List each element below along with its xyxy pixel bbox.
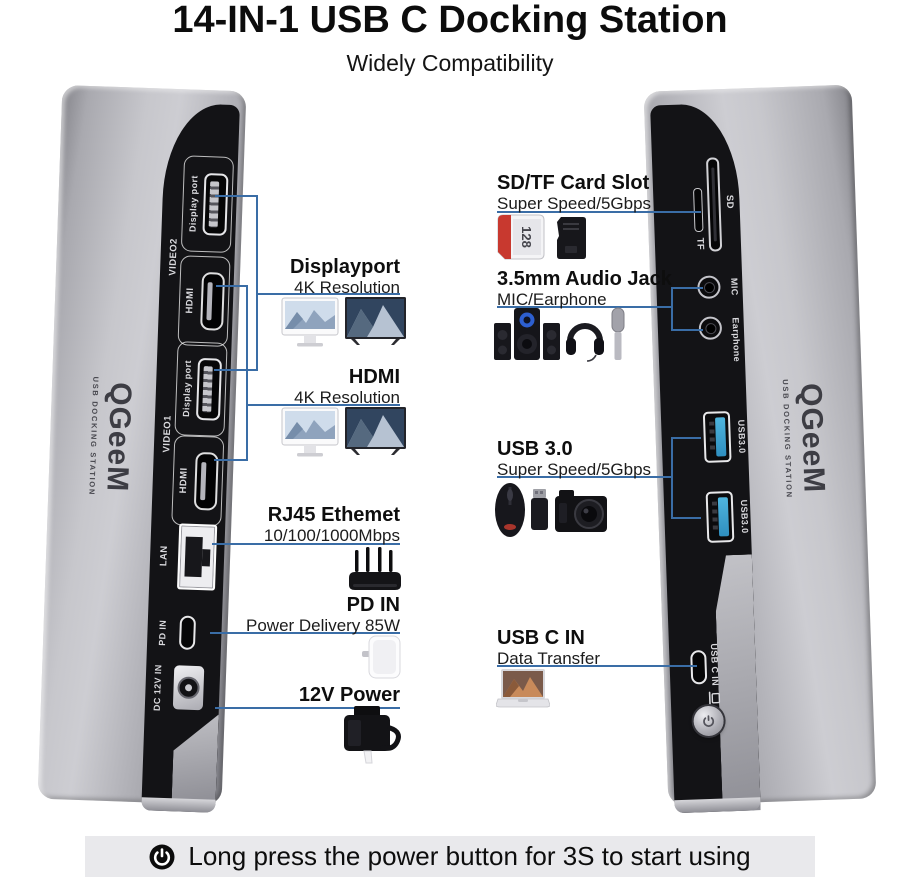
bottom-cap bbox=[674, 797, 761, 814]
dc-adapter-icon bbox=[344, 706, 401, 764]
flash-drive-icon bbox=[531, 489, 548, 530]
microsd-card-icon bbox=[557, 217, 586, 259]
bottom-edge bbox=[172, 709, 219, 800]
mouse-icon bbox=[495, 483, 525, 537]
audio-device-icons bbox=[494, 307, 625, 362]
callout-12v-power: 12V Power bbox=[298, 684, 400, 706]
hdmi-2-label: HDMI bbox=[177, 467, 190, 494]
page-title: 14-IN-1 USB C Docking Station bbox=[172, 0, 728, 41]
leader-usb-vertical bbox=[671, 437, 673, 519]
leader-dp-stub-1 bbox=[215, 195, 258, 197]
leader-dp-stub-2 bbox=[214, 369, 258, 371]
leader-hdmi-stub-1 bbox=[216, 285, 248, 287]
power-icon bbox=[703, 715, 715, 727]
callout-hdmi: HDMI 4K Resolution bbox=[294, 366, 400, 408]
leader-sdtf-line bbox=[497, 211, 701, 213]
footer-note: Long press the power button for 3S to st… bbox=[188, 841, 751, 871]
power-adapter-icon bbox=[362, 635, 401, 679]
leader-dp-vertical bbox=[256, 195, 258, 371]
camera-icon bbox=[555, 490, 607, 532]
callout-displayport: Displayport 4K Resolution bbox=[289, 256, 400, 298]
svg-text:128: 128 bbox=[519, 226, 534, 248]
leader-usbc-line bbox=[497, 665, 697, 667]
leader-audio-line bbox=[497, 306, 673, 308]
displayport-1-label: Display port bbox=[187, 175, 200, 233]
displayport-1-port bbox=[202, 173, 229, 236]
leader-audio-vertical bbox=[671, 287, 673, 331]
power-icon bbox=[149, 844, 175, 869]
tv-icon bbox=[345, 297, 406, 345]
monitor-icon bbox=[281, 297, 339, 347]
leader-hdmi-label-line bbox=[246, 404, 400, 406]
bottom-cap bbox=[141, 797, 216, 813]
sd-card-icon: 128 bbox=[497, 214, 545, 260]
usb3-port-2 bbox=[705, 490, 735, 543]
port-panel: SD TF MIC Earphone USB3.0 USB3.0 USB C I… bbox=[650, 102, 761, 814]
leader-pd-line bbox=[210, 632, 400, 634]
power-button bbox=[693, 705, 725, 737]
callout-sd-tf: SD/TF Card Slot Super Speed/5Gbps bbox=[497, 172, 652, 214]
router-icon bbox=[349, 547, 401, 590]
displayport-1-group: Display port bbox=[180, 155, 235, 253]
memory-card-icons: 128 bbox=[497, 214, 586, 260]
leader-usb-stub-1 bbox=[671, 437, 701, 439]
leader-dp-label-line bbox=[256, 293, 400, 295]
leader-usb-line bbox=[497, 476, 673, 478]
leader-12v-line bbox=[215, 707, 400, 709]
laptop-icon bbox=[708, 691, 721, 706]
laptop-photo-icon bbox=[496, 669, 550, 708]
callout-pd-in: PD IN Power Delivery 85W bbox=[246, 594, 400, 636]
leader-rj45-line bbox=[212, 543, 400, 545]
page-subtitle: Widely Compatibility bbox=[346, 50, 554, 76]
callout-usb30: USB 3.0 Super Speed/5Gbps bbox=[497, 438, 652, 480]
callout-rj45: RJ45 Ethemet 10/100/1000Mbps bbox=[263, 504, 400, 546]
speakers-icon bbox=[494, 308, 560, 360]
monitor-tv-icons-hdmi bbox=[281, 407, 406, 457]
dock-back-view: QGeeM USB DOCKING STATION SD TF MIC Earp… bbox=[643, 84, 877, 814]
leader-hdmi-vertical bbox=[246, 285, 248, 461]
callout-usb-c-in: USB C IN Data Transfer bbox=[497, 627, 600, 669]
usb-device-icons bbox=[495, 483, 607, 537]
leader-earphone-stub bbox=[671, 329, 703, 331]
headphones-icon bbox=[566, 323, 604, 362]
tv-icon bbox=[345, 407, 406, 455]
leader-usb-stub-2 bbox=[671, 517, 701, 519]
monitor-icon bbox=[281, 407, 339, 457]
microphone-icon bbox=[611, 307, 625, 360]
monitor-tv-icons-displayport bbox=[281, 297, 406, 347]
footer-instruction-bar: Long press the power button for 3S to st… bbox=[85, 836, 815, 877]
leader-hdmi-stub-2 bbox=[214, 459, 248, 461]
callout-audio: 3.5mm Audio Jack MIC/Earphone bbox=[497, 268, 672, 310]
leader-mic-stub bbox=[671, 287, 703, 289]
